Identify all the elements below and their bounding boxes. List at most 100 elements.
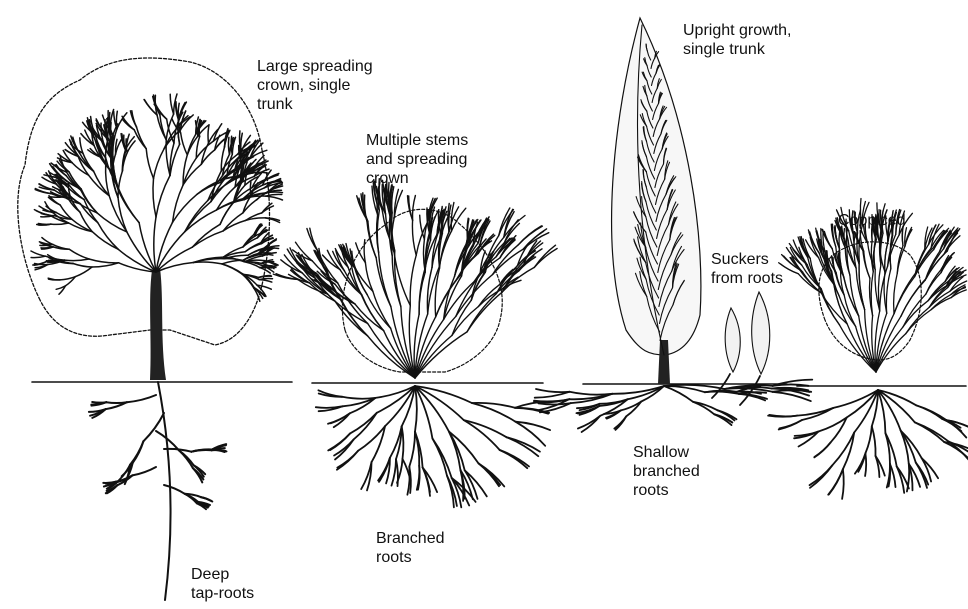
ground-lines [32, 382, 966, 386]
tree1-branch [166, 114, 173, 140]
tree3-root [536, 389, 570, 392]
tree4-root [810, 465, 833, 485]
tree4-root [876, 456, 885, 476]
tree1-branch [153, 178, 156, 217]
tree2-stem [394, 252, 410, 305]
tree2-root [409, 432, 415, 467]
sucker-root-1 [712, 374, 730, 398]
tree3-root [626, 402, 641, 417]
tree1-branch [75, 267, 92, 277]
tree1-branch [38, 224, 51, 225]
tree1-branch [119, 263, 156, 272]
tree1-branch [146, 149, 153, 179]
tree1-root [143, 413, 164, 441]
tree4-stem [876, 334, 906, 372]
tree3-root [582, 416, 601, 432]
tree1-branch [183, 164, 201, 185]
tree2-root [402, 426, 404, 459]
tree1-branch [185, 210, 217, 232]
tree3-root [535, 392, 570, 398]
tree1-branch [208, 125, 209, 143]
tree1-branch [156, 176, 170, 218]
sucker-2 [752, 292, 770, 374]
tree2-root [392, 459, 397, 485]
sucker-1 [725, 308, 740, 372]
tree1-branch [51, 223, 69, 224]
tree1-branch [31, 251, 46, 256]
tree4-root [872, 426, 876, 456]
tree1-branches [31, 94, 283, 301]
tree4-root [865, 426, 871, 453]
tree1-branch [173, 185, 184, 223]
tree1-taproot [158, 382, 171, 600]
tree3-root [614, 416, 626, 428]
tree2-root [415, 386, 417, 432]
tree2-stem [410, 255, 416, 305]
tree1-branch [48, 197, 60, 205]
tree2-stem [412, 220, 416, 255]
tree4-root [828, 469, 843, 495]
tree1-branch [259, 254, 273, 255]
tree1-branch [223, 220, 246, 231]
label-suckers: Suckers from roots [711, 250, 783, 288]
tree1-branch [122, 119, 134, 130]
tree1-branch [217, 200, 245, 210]
tree4-root [878, 390, 885, 433]
tree1-branch [154, 149, 165, 179]
tree1-branch [118, 186, 140, 222]
tree2-stem [413, 196, 416, 221]
tree1-branch [260, 267, 272, 268]
tree1-root [191, 450, 211, 452]
label-coppiced: Coppiced [838, 211, 906, 230]
tree1-branch [101, 123, 103, 141]
tree4-roots [768, 390, 968, 499]
tree2-root [342, 397, 375, 399]
tree4-root [842, 469, 844, 499]
tree1-branch [73, 264, 92, 268]
tree1-branch [181, 133, 188, 155]
label-shallow-roots: Shallow branched roots [633, 443, 700, 500]
tree1-branch [154, 217, 156, 272]
tree1-branch [266, 196, 283, 200]
tree1-root [164, 485, 185, 494]
tree4-stem [915, 250, 934, 277]
tree4-stem [886, 269, 891, 314]
tree2-stem [362, 295, 384, 331]
tree1-branch [130, 111, 136, 127]
tree2-root [449, 432, 479, 464]
tree1-root [132, 467, 156, 475]
tree1-branch [127, 141, 135, 153]
tree3-root [570, 392, 613, 395]
tree1-branch [250, 182, 251, 196]
tree4-root [847, 390, 878, 418]
tree1-root [201, 497, 213, 501]
tree2-root [432, 438, 447, 475]
label-large-crown: Large spreading crown, single trunk [257, 57, 373, 114]
tree2-root [334, 440, 353, 456]
tree4-stem [871, 272, 873, 316]
tree4-root [831, 418, 847, 443]
tree2-root [500, 450, 528, 468]
tree1-branch [69, 249, 89, 259]
tree2-roots [316, 386, 550, 507]
tree4-stem [906, 310, 931, 334]
tree4-root [916, 405, 942, 419]
label-branched-roots: Branched roots [376, 529, 445, 567]
tree1-branch [259, 279, 272, 280]
label-upright: Upright growth, single trunk [683, 21, 792, 59]
tree4-root [885, 433, 896, 466]
tree1-branch [222, 264, 242, 274]
tree1-trunk [150, 268, 166, 380]
tree1-branch [231, 138, 232, 154]
tree1-branch [170, 144, 180, 175]
tree4-root [915, 422, 944, 442]
tree2-root [507, 437, 539, 456]
tree2-root [316, 406, 343, 408]
label-multiple-stems: Multiple stems and spreading crown [366, 131, 468, 188]
label-deep-roots: Deep tap-roots [191, 565, 254, 603]
tree2-root [372, 426, 386, 462]
tree1-branch [193, 262, 222, 264]
tree3-crown-outline [612, 18, 701, 355]
tree1-root [130, 441, 143, 464]
